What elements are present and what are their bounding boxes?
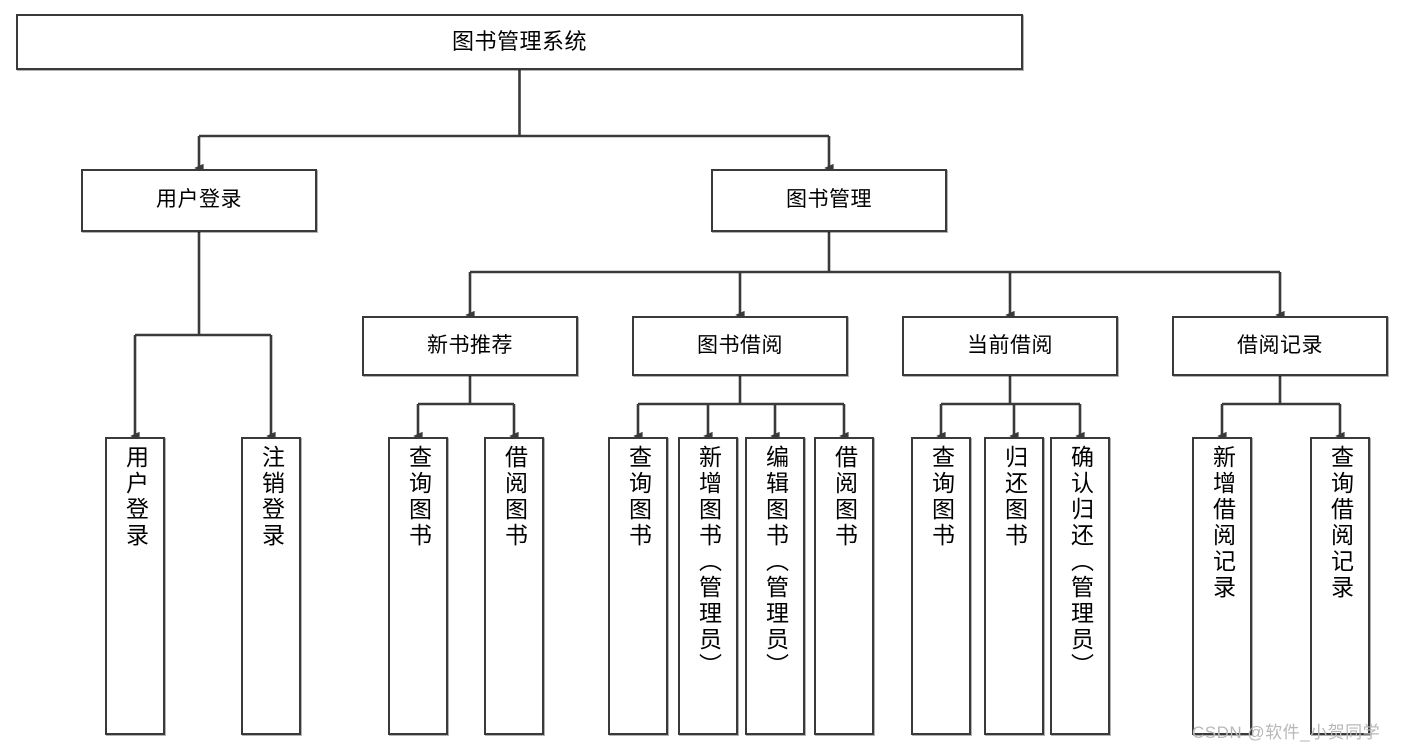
- node-book-manage[interactable]: 图书管理: [711, 169, 947, 232]
- node-label: 查询图书: [928, 445, 955, 549]
- node-current-borrow[interactable]: 当前借阅: [902, 316, 1118, 376]
- node-book-borrow[interactable]: 图书借阅: [632, 316, 848, 376]
- node-leaf-add-book[interactable]: 新增图书（管理员）: [678, 437, 738, 735]
- node-label: 注销登录: [258, 445, 285, 549]
- node-leaf-user-login[interactable]: 用户登录: [105, 437, 165, 735]
- node-borrow-record[interactable]: 借阅记录: [1172, 316, 1388, 376]
- node-label: 新增图书（管理员）: [695, 445, 722, 679]
- node-leaf-query-record[interactable]: 查询借阅记录: [1310, 437, 1370, 735]
- node-label: 查询图书: [405, 445, 432, 549]
- node-label: 新书推荐: [427, 333, 513, 357]
- node-label: 新增借阅记录: [1209, 445, 1236, 601]
- node-leaf-borrow-book-2[interactable]: 借阅图书: [814, 437, 874, 735]
- node-label: 借阅记录: [1237, 333, 1323, 357]
- node-new-book-recommend[interactable]: 新书推荐: [362, 316, 578, 376]
- node-label: 借阅图书: [501, 445, 528, 549]
- node-leaf-query-book-2[interactable]: 查询图书: [608, 437, 668, 735]
- node-label: 确认归还（管理员）: [1067, 445, 1094, 679]
- node-label: 图书管理系统: [451, 29, 587, 55]
- node-leaf-return-book[interactable]: 归还图书: [984, 437, 1044, 735]
- node-label: 编辑图书（管理员）: [762, 445, 789, 679]
- csdn-watermark: CSDN @软件_小贺同学: [1192, 723, 1381, 742]
- node-label: 图书借阅: [697, 333, 783, 357]
- node-root[interactable]: 图书管理系统: [16, 14, 1023, 70]
- node-label: 归还图书: [1001, 445, 1028, 549]
- node-label: 查询借阅记录: [1327, 445, 1354, 601]
- node-label: 借阅图书: [831, 445, 858, 549]
- node-label: 图书管理: [786, 188, 872, 212]
- node-label: 用户登录: [156, 188, 242, 212]
- node-leaf-user-logout[interactable]: 注销登录: [241, 437, 301, 735]
- node-leaf-confirm-return[interactable]: 确认归还（管理员）: [1050, 437, 1110, 735]
- node-leaf-add-record[interactable]: 新增借阅记录: [1192, 437, 1252, 735]
- node-label: 当前借阅: [967, 333, 1053, 357]
- node-leaf-borrow-book-1[interactable]: 借阅图书: [484, 437, 544, 735]
- node-leaf-edit-book[interactable]: 编辑图书（管理员）: [745, 437, 805, 735]
- node-user-login[interactable]: 用户登录: [81, 169, 317, 232]
- node-leaf-query-book-1[interactable]: 查询图书: [388, 437, 448, 735]
- node-leaf-query-book-3[interactable]: 查询图书: [911, 437, 971, 735]
- node-label: 用户登录: [122, 445, 149, 549]
- node-label: 查询图书: [625, 445, 652, 549]
